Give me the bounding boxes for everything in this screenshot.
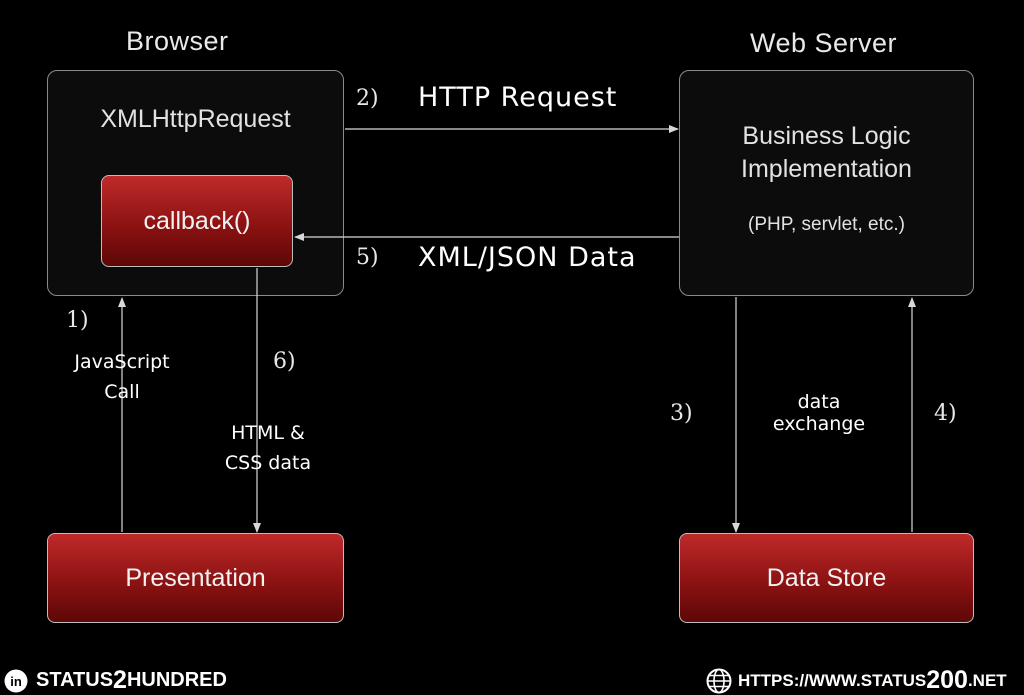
step-4-number: 4): [934, 401, 957, 426]
xmlhttprequest-label: XMLHttpRequest: [100, 105, 291, 133]
business-logic-line2: Implementation: [741, 155, 912, 183]
callback-box: callback(): [101, 175, 293, 267]
data-exchange-line2: exchange: [772, 413, 866, 435]
html-css-data-label: HTML & CSS data: [198, 418, 338, 478]
brand-text-b: 2: [113, 666, 127, 694]
data-store-box: Data Store: [679, 533, 974, 623]
step-3-number: 3): [670, 401, 693, 426]
html-css-line2: CSS data: [224, 452, 312, 474]
web-server-heading: Web Server: [750, 28, 898, 58]
data-exchange-line1: data: [797, 391, 841, 413]
linkedin-icon: in: [4, 669, 28, 692]
step-1-number: 1): [66, 308, 89, 333]
http-request-label: HTTP Request: [418, 82, 618, 113]
url-text-b: 200: [926, 666, 968, 694]
svg-text:in: in: [10, 674, 22, 689]
javascript-call-line1: JavaScript: [74, 351, 170, 373]
brand-text-c: HUNDRED: [126, 669, 227, 691]
data-exchange-label: data exchange: [749, 391, 889, 435]
url-text-c: .NET: [967, 670, 1007, 690]
step-6-number: 6): [273, 349, 296, 374]
step-2-number: 2): [356, 86, 379, 111]
xml-json-data-label: XML/JSON Data: [418, 242, 637, 273]
business-logic-line1: Business Logic: [742, 122, 911, 150]
html-css-line1: HTML &: [231, 422, 305, 444]
globe-icon: [706, 668, 732, 693]
url-text-a: HTTPS://WWW.STATUS: [738, 670, 927, 690]
browser-heading: Browser: [126, 26, 229, 56]
web-server-box: Business Logic Implementation (PHP, serv…: [679, 70, 974, 296]
step-5-number: 5): [356, 245, 379, 270]
tech-note: (PHP, servlet, etc.): [748, 214, 905, 235]
presentation-box: Presentation: [47, 533, 344, 623]
javascript-call-line2: Call: [104, 381, 140, 403]
brand-text-a: STATUS: [36, 669, 114, 691]
javascript-call-label: JavaScript Call: [52, 347, 192, 407]
